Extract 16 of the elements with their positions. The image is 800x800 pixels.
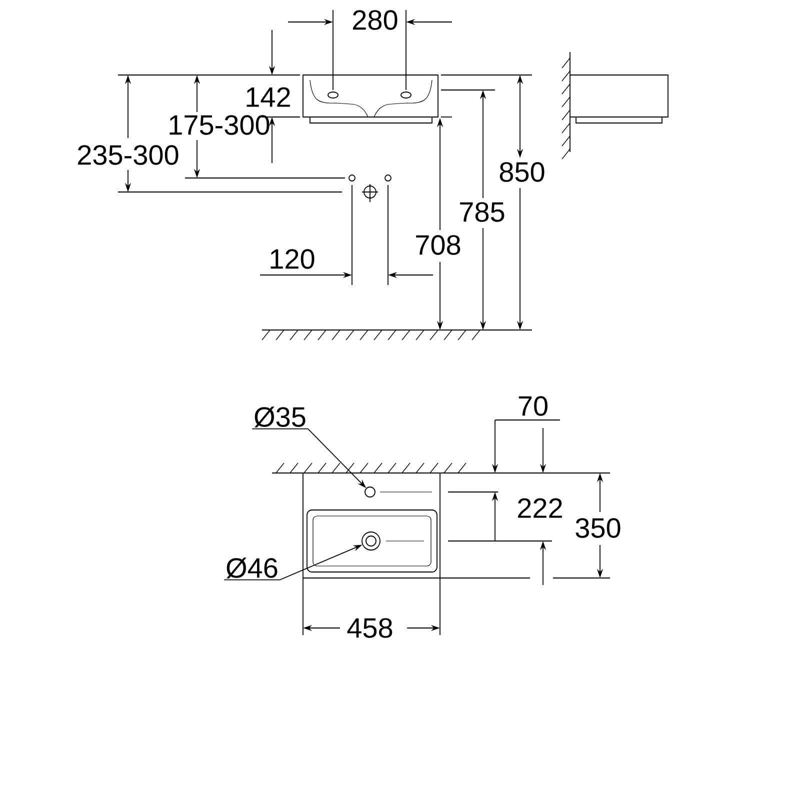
dimension-label: 458 [347, 618, 392, 638]
tap-hole [364, 486, 376, 498]
dimension-label: 142 [246, 87, 290, 107]
dimension-label: 222 [518, 498, 562, 518]
dimension-label: 785 [460, 202, 504, 222]
dimension-label: 120 [270, 249, 314, 269]
dimension-label: 350 [576, 518, 620, 538]
dimension-label: 235-300 [78, 145, 178, 165]
dimension-label: Ø46 [226, 558, 278, 578]
drain-hole [362, 532, 380, 550]
dimension-label: 280 [353, 10, 398, 30]
dimension-label: 708 [416, 235, 460, 255]
dimension-label: Ø35 [254, 406, 306, 428]
dimension-label: 850 [500, 162, 544, 182]
dimension-label: 70 [518, 396, 548, 416]
dimension-label: 175-300 [170, 115, 270, 135]
